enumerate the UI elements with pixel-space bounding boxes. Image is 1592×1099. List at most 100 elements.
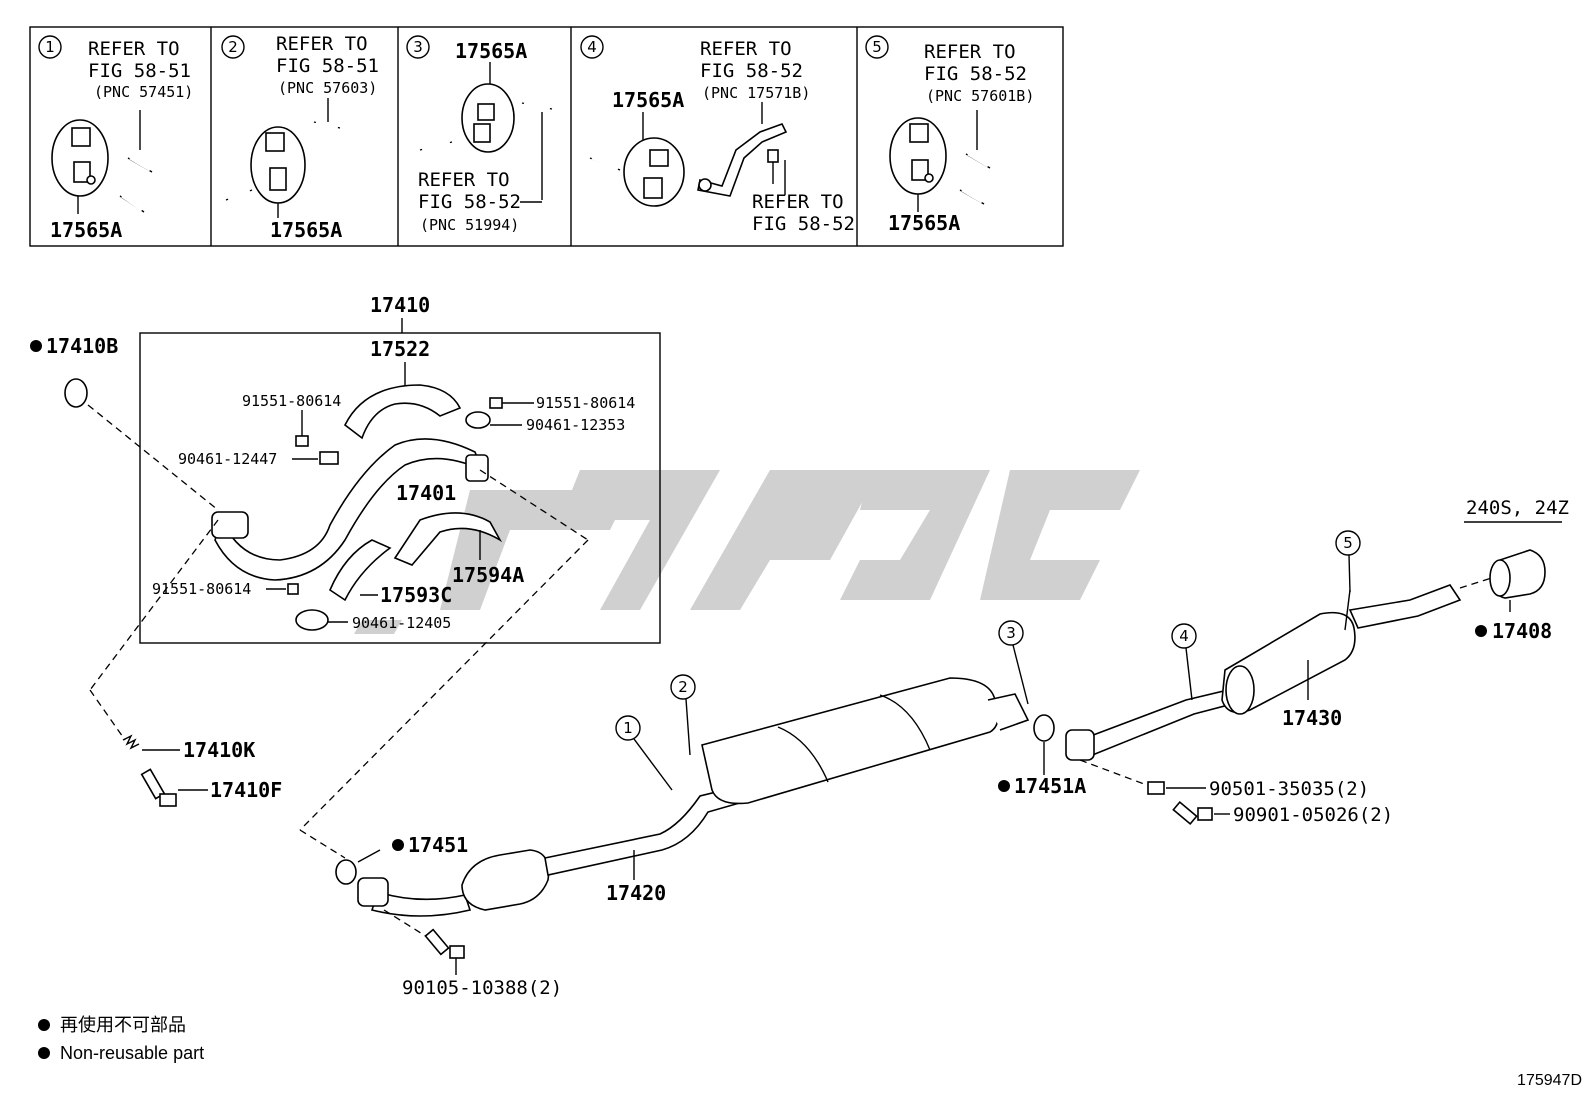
- front-pipe-assembly-box: [139, 332, 661, 644]
- clamp-icon: [295, 609, 329, 631]
- callout-4: 4: [1179, 627, 1189, 645]
- inset-1-pnc: (PNC 57451): [94, 83, 193, 101]
- inset-2: 2 REFER TO FIG 58-51 (PNC 57603) 17565A: [221, 33, 379, 242]
- spring-icon: [1147, 781, 1165, 795]
- sub-muffler: [1221, 611, 1356, 714]
- label-17522: 17522: [370, 337, 430, 361]
- catalytic-converter: [461, 849, 550, 911]
- inset-3-part-top: 17565A: [455, 39, 527, 63]
- label-17401: 17401: [396, 481, 456, 505]
- inset-4-refer2: REFER TO: [752, 191, 844, 213]
- inset-1-number: 1: [45, 38, 55, 56]
- heat-insulator-17594A: [393, 512, 503, 566]
- label-91551-a: 91551-80614: [242, 392, 341, 410]
- heat-insulator-17593C: [329, 539, 392, 602]
- label-17408: 17408: [1492, 619, 1552, 643]
- legend-english: Non-reusable part: [60, 1043, 204, 1063]
- inset-2-pnc: (PNC 57603): [278, 79, 377, 97]
- callout-5: 5: [1343, 534, 1353, 552]
- inset-4-number: 4: [587, 38, 597, 56]
- label-90501: 90501-35035(2): [1209, 778, 1369, 800]
- inset-2-part: 17565A: [270, 218, 342, 242]
- inset-3-fig: FIG 58-52: [418, 191, 521, 213]
- inset-frame: [29, 26, 1064, 247]
- inset-5-fig: FIG 58-52: [924, 63, 1027, 85]
- inset-5-pnc: (PNC 57601B): [926, 87, 1034, 105]
- rubber-hanger-icon: [250, 126, 306, 204]
- label-17420: 17420: [606, 881, 666, 905]
- rubber-hanger-icon: [889, 117, 947, 195]
- gasket-17451A: [1033, 714, 1055, 742]
- inset-2-number: 2: [228, 38, 238, 56]
- clamp-icon: [319, 451, 339, 465]
- inset-1-refer: REFER TO: [88, 38, 180, 60]
- rubber-hanger-icon: [51, 119, 109, 197]
- rubber-hanger-icon: [623, 137, 685, 207]
- inset-1-part: 17565A: [50, 218, 122, 242]
- inset-5-number: 5: [872, 38, 882, 56]
- inset-3-pnc: (PNC 51994): [420, 216, 519, 234]
- label-90461-12353: 90461-12353: [526, 416, 625, 434]
- label-90461-12405: 90461-12405: [352, 614, 451, 632]
- label-90461-12447: 90461-12447: [178, 450, 277, 468]
- bolt-icon: [287, 583, 299, 595]
- bracket-icon: [697, 123, 788, 197]
- bolt-icon: [424, 928, 450, 956]
- label-90901: 90901-05026(2): [1233, 804, 1393, 826]
- inset-3: 3 17565A REFER TO FIG 58-52 (PNC 51994): [406, 35, 553, 234]
- inset-4-part: 17565A: [612, 88, 684, 112]
- inset-3-number: 3: [413, 38, 423, 56]
- inset-1-circle: [38, 35, 62, 59]
- label-17410K: 17410K: [183, 738, 255, 762]
- inset-4-refer: REFER TO: [700, 38, 792, 60]
- label-90105: 90105-10388(2): [402, 977, 562, 999]
- inset-2-fig: FIG 58-51: [276, 55, 379, 77]
- non-reusable-dot: [1475, 625, 1487, 637]
- label-17410: 17410: [370, 293, 430, 317]
- watermark-logo: [353, 470, 1140, 634]
- label-17594A: 17594A: [452, 563, 524, 587]
- flange-icon: [465, 454, 489, 482]
- inset-5-refer: REFER TO: [924, 41, 1016, 63]
- non-reusable-dot: [38, 1047, 50, 1059]
- inset-4-fig: FIG 58-52: [700, 60, 803, 82]
- inset-1: 1 REFER TO FIG 58-51 (PNC 57451) 17565A: [38, 35, 193, 242]
- inset-1-fig: FIG 58-51: [88, 60, 191, 82]
- label-91551-b: 91551-80614: [536, 394, 635, 412]
- legend-japanese: 再使用不可部品: [60, 1015, 186, 1035]
- label-91551-c: 91551-80614: [152, 580, 251, 598]
- non-reusable-dot: [998, 780, 1010, 792]
- bolt-icon: [295, 435, 309, 447]
- spring-icon: [122, 734, 140, 750]
- inset-3-refer: REFER TO: [418, 169, 510, 191]
- inset-5: 5 REFER TO FIG 58-52 (PNC 57601B) 17565A: [865, 35, 1034, 235]
- diagram-id: 175947D: [1517, 1072, 1582, 1089]
- inset-4-fig2: FIG 58-52: [752, 213, 855, 235]
- rubber-hanger-icon: [461, 83, 515, 153]
- flange-icon: [1065, 729, 1095, 761]
- flange-icon: [357, 877, 389, 907]
- legend: 再使用不可部品 Non-reusable part: [38, 1015, 204, 1063]
- heat-insulator-17522: [343, 384, 462, 440]
- gasket-17410B: [64, 378, 88, 408]
- gasket-17451: [335, 859, 357, 885]
- label-17410B: 17410B: [46, 334, 118, 358]
- variant-label: 240S, 24Z: [1466, 497, 1569, 519]
- label-17593C: 17593C: [380, 583, 452, 607]
- label-17451A: 17451A: [1014, 774, 1086, 798]
- bolt-icon: [1172, 800, 1198, 826]
- flange-icon: [211, 511, 249, 539]
- muffler-17420: [701, 677, 1000, 805]
- label-17430: 17430: [1282, 706, 1342, 730]
- non-reusable-dot: [392, 839, 404, 851]
- inset-5-part: 17565A: [888, 211, 960, 235]
- non-reusable-dot: [30, 340, 42, 352]
- callout-2: 2: [678, 678, 688, 696]
- callout-1: 1: [623, 719, 633, 737]
- inset-4-pnc: (PNC 17571B): [702, 84, 810, 102]
- non-reusable-dot: [38, 1019, 50, 1031]
- bolt-icon: [489, 397, 503, 409]
- tail-pipe-17430: [1078, 689, 1233, 757]
